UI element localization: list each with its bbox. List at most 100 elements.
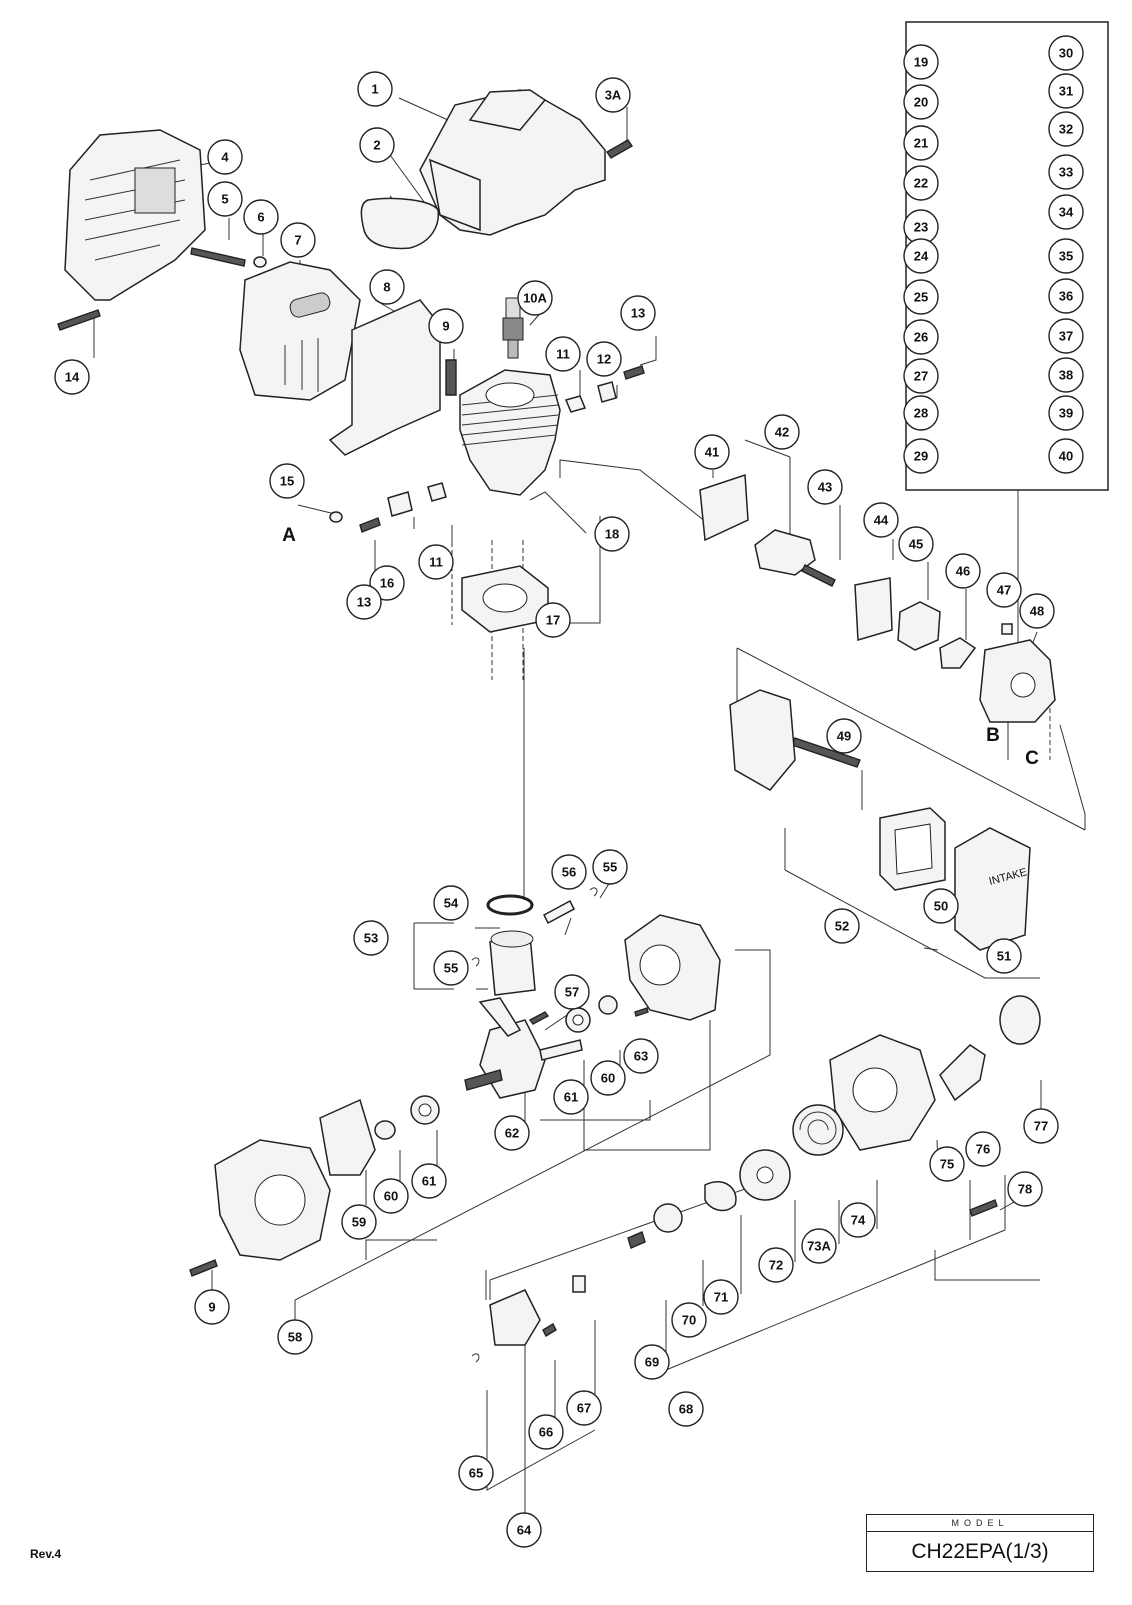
callout-label: 43 — [818, 480, 832, 495]
carburetor-assembly — [979, 639, 1056, 723]
callout-9: 9 — [194, 1289, 230, 1325]
callout-label: 26 — [914, 330, 928, 345]
callout-label: 60 — [384, 1189, 398, 1204]
callout-77: 77 — [1023, 1108, 1059, 1144]
callout-label: 69 — [645, 1355, 659, 1370]
callout-1: 1 — [357, 71, 393, 107]
pin-63 — [634, 1007, 649, 1017]
callout-14: 14 — [54, 359, 90, 395]
spring-66 — [542, 1323, 557, 1337]
clip-55-upper — [589, 887, 598, 897]
callout-label: 63 — [634, 1049, 648, 1064]
callout-label: 27 — [914, 369, 928, 384]
model-name: CH22EPA(1/3) — [911, 1540, 1049, 1563]
piston-ring — [486, 894, 534, 916]
callout-label: 33 — [1059, 165, 1073, 180]
callout-label: 17 — [546, 613, 560, 628]
callout-13: 13 — [620, 295, 656, 331]
callout-label: 24 — [914, 249, 929, 264]
insulator-gasket — [699, 473, 749, 542]
callout-2: 2 — [359, 127, 395, 163]
callout-label: 10A — [523, 291, 547, 306]
callout-61: 61 — [553, 1079, 589, 1115]
callout-15: 15 — [269, 463, 305, 499]
callout-20: 20 — [903, 84, 939, 120]
part-12 — [597, 381, 617, 403]
callout-9: 9 — [428, 308, 464, 344]
air-cleaner-case — [729, 689, 796, 791]
callout-12: 12 — [586, 341, 622, 377]
clamp-11-lower — [427, 482, 447, 502]
callout-label: 16 — [380, 576, 394, 591]
callout-label: 74 — [851, 1213, 866, 1228]
callout-46: 46 — [945, 553, 981, 589]
callout-41: 41 — [694, 434, 730, 470]
part-48 — [1001, 623, 1013, 635]
callout-label: 41 — [705, 445, 719, 460]
callout-label: 12 — [597, 352, 611, 367]
callout-label: 62 — [505, 1126, 519, 1141]
callout-label: 29 — [914, 449, 928, 464]
callout-38: 38 — [1048, 357, 1084, 393]
callout-8: 8 — [369, 269, 405, 305]
callout-label: 30 — [1059, 46, 1073, 61]
callout-36: 36 — [1048, 278, 1084, 314]
clip-55-lower — [471, 957, 480, 967]
callout-7: 7 — [280, 222, 316, 258]
callout-70: 70 — [671, 1302, 707, 1338]
callout-label: 9 — [442, 319, 449, 334]
revision-label: Rev.4 — [30, 1547, 62, 1561]
callout-label: 15 — [280, 474, 294, 489]
screw-69 — [627, 1231, 646, 1249]
callout-label: 61 — [422, 1174, 436, 1189]
callout-66: 66 — [528, 1414, 564, 1450]
callout-label: 72 — [769, 1258, 783, 1273]
callout-35: 35 — [1048, 238, 1084, 274]
crankshaft — [464, 997, 583, 1099]
callout-label: 18 — [605, 527, 619, 542]
callout-label: 8 — [383, 280, 390, 295]
screw-3a — [606, 139, 633, 159]
callout-label: 44 — [874, 513, 889, 528]
callout-label: 38 — [1059, 368, 1073, 383]
crankcase-right — [624, 914, 721, 1021]
callout-label: 28 — [914, 406, 928, 421]
callout-11: 11 — [545, 336, 581, 372]
callout-53: 53 — [353, 920, 389, 956]
starter-case — [829, 1034, 936, 1151]
callout-label: 68 — [679, 1402, 693, 1417]
callout-32: 32 — [1048, 111, 1084, 147]
callout-label: 59 — [352, 1215, 366, 1230]
callout-5: 5 — [207, 181, 243, 217]
callout-29: 29 — [903, 438, 939, 474]
callout-label: 25 — [914, 290, 928, 305]
callout-11: 11 — [418, 544, 454, 580]
cover-filter-pad — [360, 197, 440, 250]
part-16 — [387, 491, 413, 517]
callout-label: 66 — [539, 1425, 553, 1440]
callout-label: 67 — [577, 1401, 591, 1416]
callout-57: 57 — [554, 974, 590, 1010]
callout-label: 52 — [835, 919, 849, 934]
callout-54: 54 — [433, 885, 469, 921]
callout-label: 49 — [837, 729, 851, 744]
gasket-46 — [939, 637, 977, 669]
callout-75: 75 — [929, 1146, 965, 1182]
callout-55: 55 — [592, 849, 628, 885]
callout-23: 23 — [903, 209, 939, 245]
reel-70 — [653, 1203, 683, 1233]
reference-letter-a: A — [282, 525, 296, 546]
starter-handle — [939, 1044, 986, 1102]
callout-label: 34 — [1059, 205, 1074, 220]
callout-label: 23 — [914, 220, 928, 235]
callout-label: 76 — [976, 1142, 990, 1157]
cylinder — [459, 369, 561, 496]
callout-26: 26 — [903, 319, 939, 355]
crankcase-left — [214, 1139, 331, 1261]
clamp-11 — [564, 395, 587, 413]
callout-label: 47 — [997, 583, 1011, 598]
callout-label: 70 — [682, 1313, 696, 1328]
callout-74: 74 — [840, 1202, 876, 1238]
